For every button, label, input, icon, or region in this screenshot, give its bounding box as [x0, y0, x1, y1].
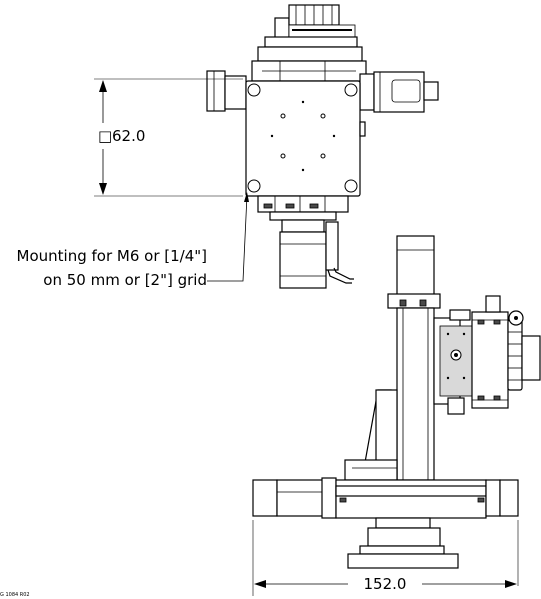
main-square-platform	[245, 80, 366, 197]
goniometer-stage	[433, 309, 509, 415]
square-symbol: □	[98, 127, 112, 145]
dimension-62	[94, 78, 243, 197]
side-micrometer-knob	[485, 295, 541, 391]
horizontal-stage	[252, 477, 519, 519]
side-view: 152.0	[252, 235, 541, 596]
drawing-reference: G 1084 R02	[0, 592, 30, 598]
dimension-62-label: 62.0	[112, 127, 145, 145]
left-side-block	[206, 70, 247, 112]
mounting-leader	[207, 192, 249, 282]
dimension-152	[252, 520, 519, 596]
bottom-clamp-and-motor	[257, 195, 354, 289]
vertical-column	[396, 307, 435, 481]
right-side-actuator	[359, 71, 439, 113]
mounting-note-line1: Mounting for M6 or [1/4"]	[17, 247, 207, 265]
base-mount	[347, 517, 459, 569]
mounting-note-line2: on 50 mm or [2"] grid	[43, 271, 207, 289]
angle-bracket	[344, 389, 398, 481]
top-view: □ 62.0 Mounting for M6 or [1/4"] on 50 m…	[17, 4, 439, 289]
top-micrometer-knob	[251, 4, 367, 82]
dimension-152-label: 152.0	[364, 575, 407, 593]
vertical-motor	[387, 235, 441, 309]
